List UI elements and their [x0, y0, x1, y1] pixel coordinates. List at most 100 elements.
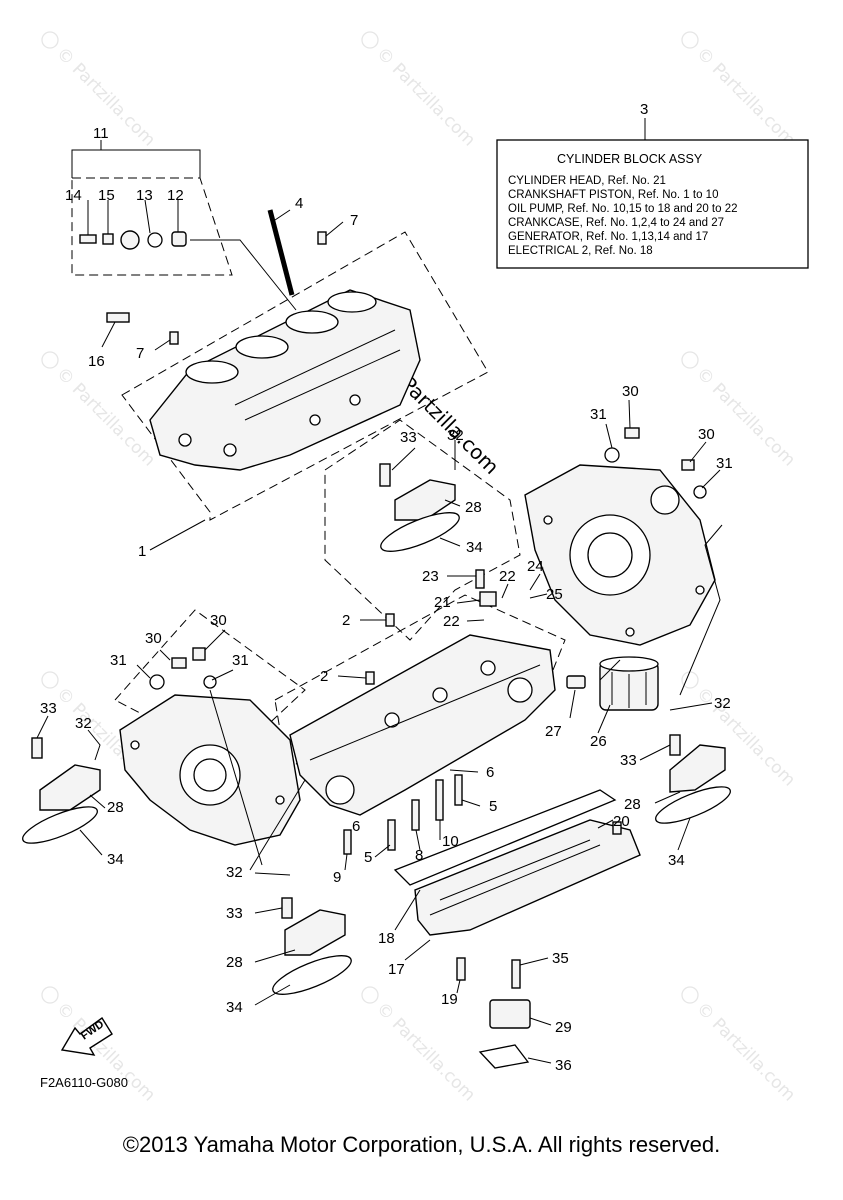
assy-box-line: GENERATOR, Ref. No. 1,13,14 and 17	[508, 231, 708, 243]
bolt-23	[475, 569, 485, 589]
figure-code: F2A6110-G080	[40, 1075, 128, 1090]
callout-30: 30	[145, 630, 162, 647]
oil-pan	[393, 789, 641, 936]
mount-bracket-28-upper	[394, 479, 456, 521]
callout-13: 13	[136, 187, 153, 204]
callout-17: 17	[388, 961, 405, 978]
oil-filter	[599, 656, 659, 711]
watermark: © Partzilla.com	[361, 986, 479, 1106]
assy-box-line: OIL PUMP, Ref. No. 10,15 to 18 and 20 to…	[508, 203, 738, 215]
callouts: 11 14 15 13 12 16 4 7 7 1 2 2 33 32 28 3…	[40, 125, 733, 1074]
callout-20: 20	[613, 813, 630, 830]
callout-15: 15	[98, 187, 115, 204]
cylinder-block	[149, 289, 421, 471]
callout-28: 28	[107, 799, 124, 816]
dowel-2-upper	[385, 613, 395, 627]
assy-box-title: CYLINDER BLOCK ASSY	[557, 152, 703, 166]
callout-28: 28	[624, 796, 641, 813]
leader-lines	[36, 199, 723, 1064]
callout-5: 5	[489, 798, 497, 815]
part-36-gasket	[478, 1044, 530, 1069]
bolt-5b	[454, 774, 463, 806]
group-11-box	[71, 140, 233, 276]
assy-box-line: CRANKCASE, Ref. No. 1,2,4 to 24 and 27	[508, 217, 724, 229]
mount-bracket-28-left	[39, 764, 101, 811]
callout-29: 29	[555, 1019, 572, 1036]
part-4-stud	[267, 209, 295, 296]
bolt-8	[411, 799, 420, 831]
mount-bracket-28-right	[669, 744, 726, 793]
callout-5: 5	[364, 849, 372, 866]
watermark: © Partzilla.com	[681, 986, 799, 1106]
callout-25: 25	[546, 586, 563, 603]
dowel-20	[612, 821, 622, 835]
callout-7: 7	[136, 345, 144, 362]
callout-19: 19	[441, 991, 458, 1008]
callout-23: 23	[422, 568, 439, 585]
dowel-7-left	[169, 331, 179, 345]
dowel-7-upper	[317, 231, 327, 245]
callout-30: 30	[698, 426, 715, 443]
callout-32: 32	[447, 427, 464, 444]
oil-union-bolt	[566, 675, 586, 689]
callout-27: 27	[545, 723, 562, 740]
watermark: © Partzilla.com	[681, 351, 799, 471]
callout-24: 24	[527, 558, 544, 575]
watermark-text: © Partzilla.com	[692, 999, 799, 1106]
callout-12: 12	[167, 187, 184, 204]
dowel-2-lower	[365, 671, 375, 685]
callout-22: 22	[499, 568, 516, 585]
callout-1: 1	[138, 543, 146, 560]
watermark-text: © Partzilla.com	[372, 999, 479, 1106]
part-19-bolt	[456, 957, 466, 981]
callout-22: 22	[443, 613, 460, 630]
bolt-10	[435, 779, 444, 821]
callout-7: 7	[350, 212, 358, 229]
callout-11: 11	[93, 125, 109, 142]
plate-34-left	[22, 806, 98, 844]
assy-box-line: CYLINDER HEAD, Ref. No. 21	[508, 175, 666, 187]
bolt-9	[343, 829, 352, 855]
callout-14: 14	[65, 187, 82, 204]
callout-32: 32	[714, 695, 731, 712]
watermark: © Partzilla.com	[681, 31, 799, 150]
watermark: © Partzilla.com	[361, 31, 479, 150]
callout-36: 36	[555, 1057, 572, 1074]
callout-31: 31	[716, 455, 733, 472]
callout-28: 28	[226, 954, 243, 971]
part-35-bolt	[511, 959, 521, 989]
callout-6: 6	[486, 764, 494, 781]
plate-34-bottom	[272, 955, 352, 995]
callout-28: 28	[465, 499, 482, 516]
callout-34: 34	[466, 539, 483, 556]
plate-34-upper	[380, 512, 460, 552]
cylinder-block-outline	[121, 231, 489, 521]
generator-cover-outline	[324, 419, 521, 641]
callout-10: 10	[442, 833, 459, 850]
callout-9: 9	[333, 869, 341, 886]
callout-30: 30	[210, 612, 227, 629]
watermark-text: © Partzilla.com	[692, 364, 799, 471]
pipe-21	[479, 591, 497, 607]
bolt-5a	[387, 819, 396, 851]
callout-31: 31	[590, 406, 607, 423]
callout-16: 16	[88, 353, 105, 370]
callout-2: 2	[342, 612, 350, 629]
callout-31: 31	[232, 652, 249, 669]
assy-box-line: CRANKSHAFT PISTON, Ref. No. 1 to 10	[508, 189, 718, 201]
copyright-notice: ©2013 Yamaha Motor Corporation, U.S.A. A…	[122, 1132, 721, 1157]
group-11-parts	[79, 230, 187, 323]
left-cover	[119, 694, 301, 846]
callout-33: 33	[226, 905, 243, 922]
part-29-cover	[489, 999, 531, 1029]
watermark-text: © Partzilla.com	[52, 364, 159, 471]
callout-31: 31	[110, 652, 127, 669]
mount-bracket-28-bottom	[284, 909, 346, 956]
callout-32: 32	[226, 864, 243, 881]
left-cover-outline	[114, 609, 306, 761]
callout-30: 30	[622, 383, 639, 400]
callout-34: 34	[226, 999, 243, 1016]
callout-35: 35	[552, 950, 569, 967]
callout-26: 26	[590, 733, 607, 750]
